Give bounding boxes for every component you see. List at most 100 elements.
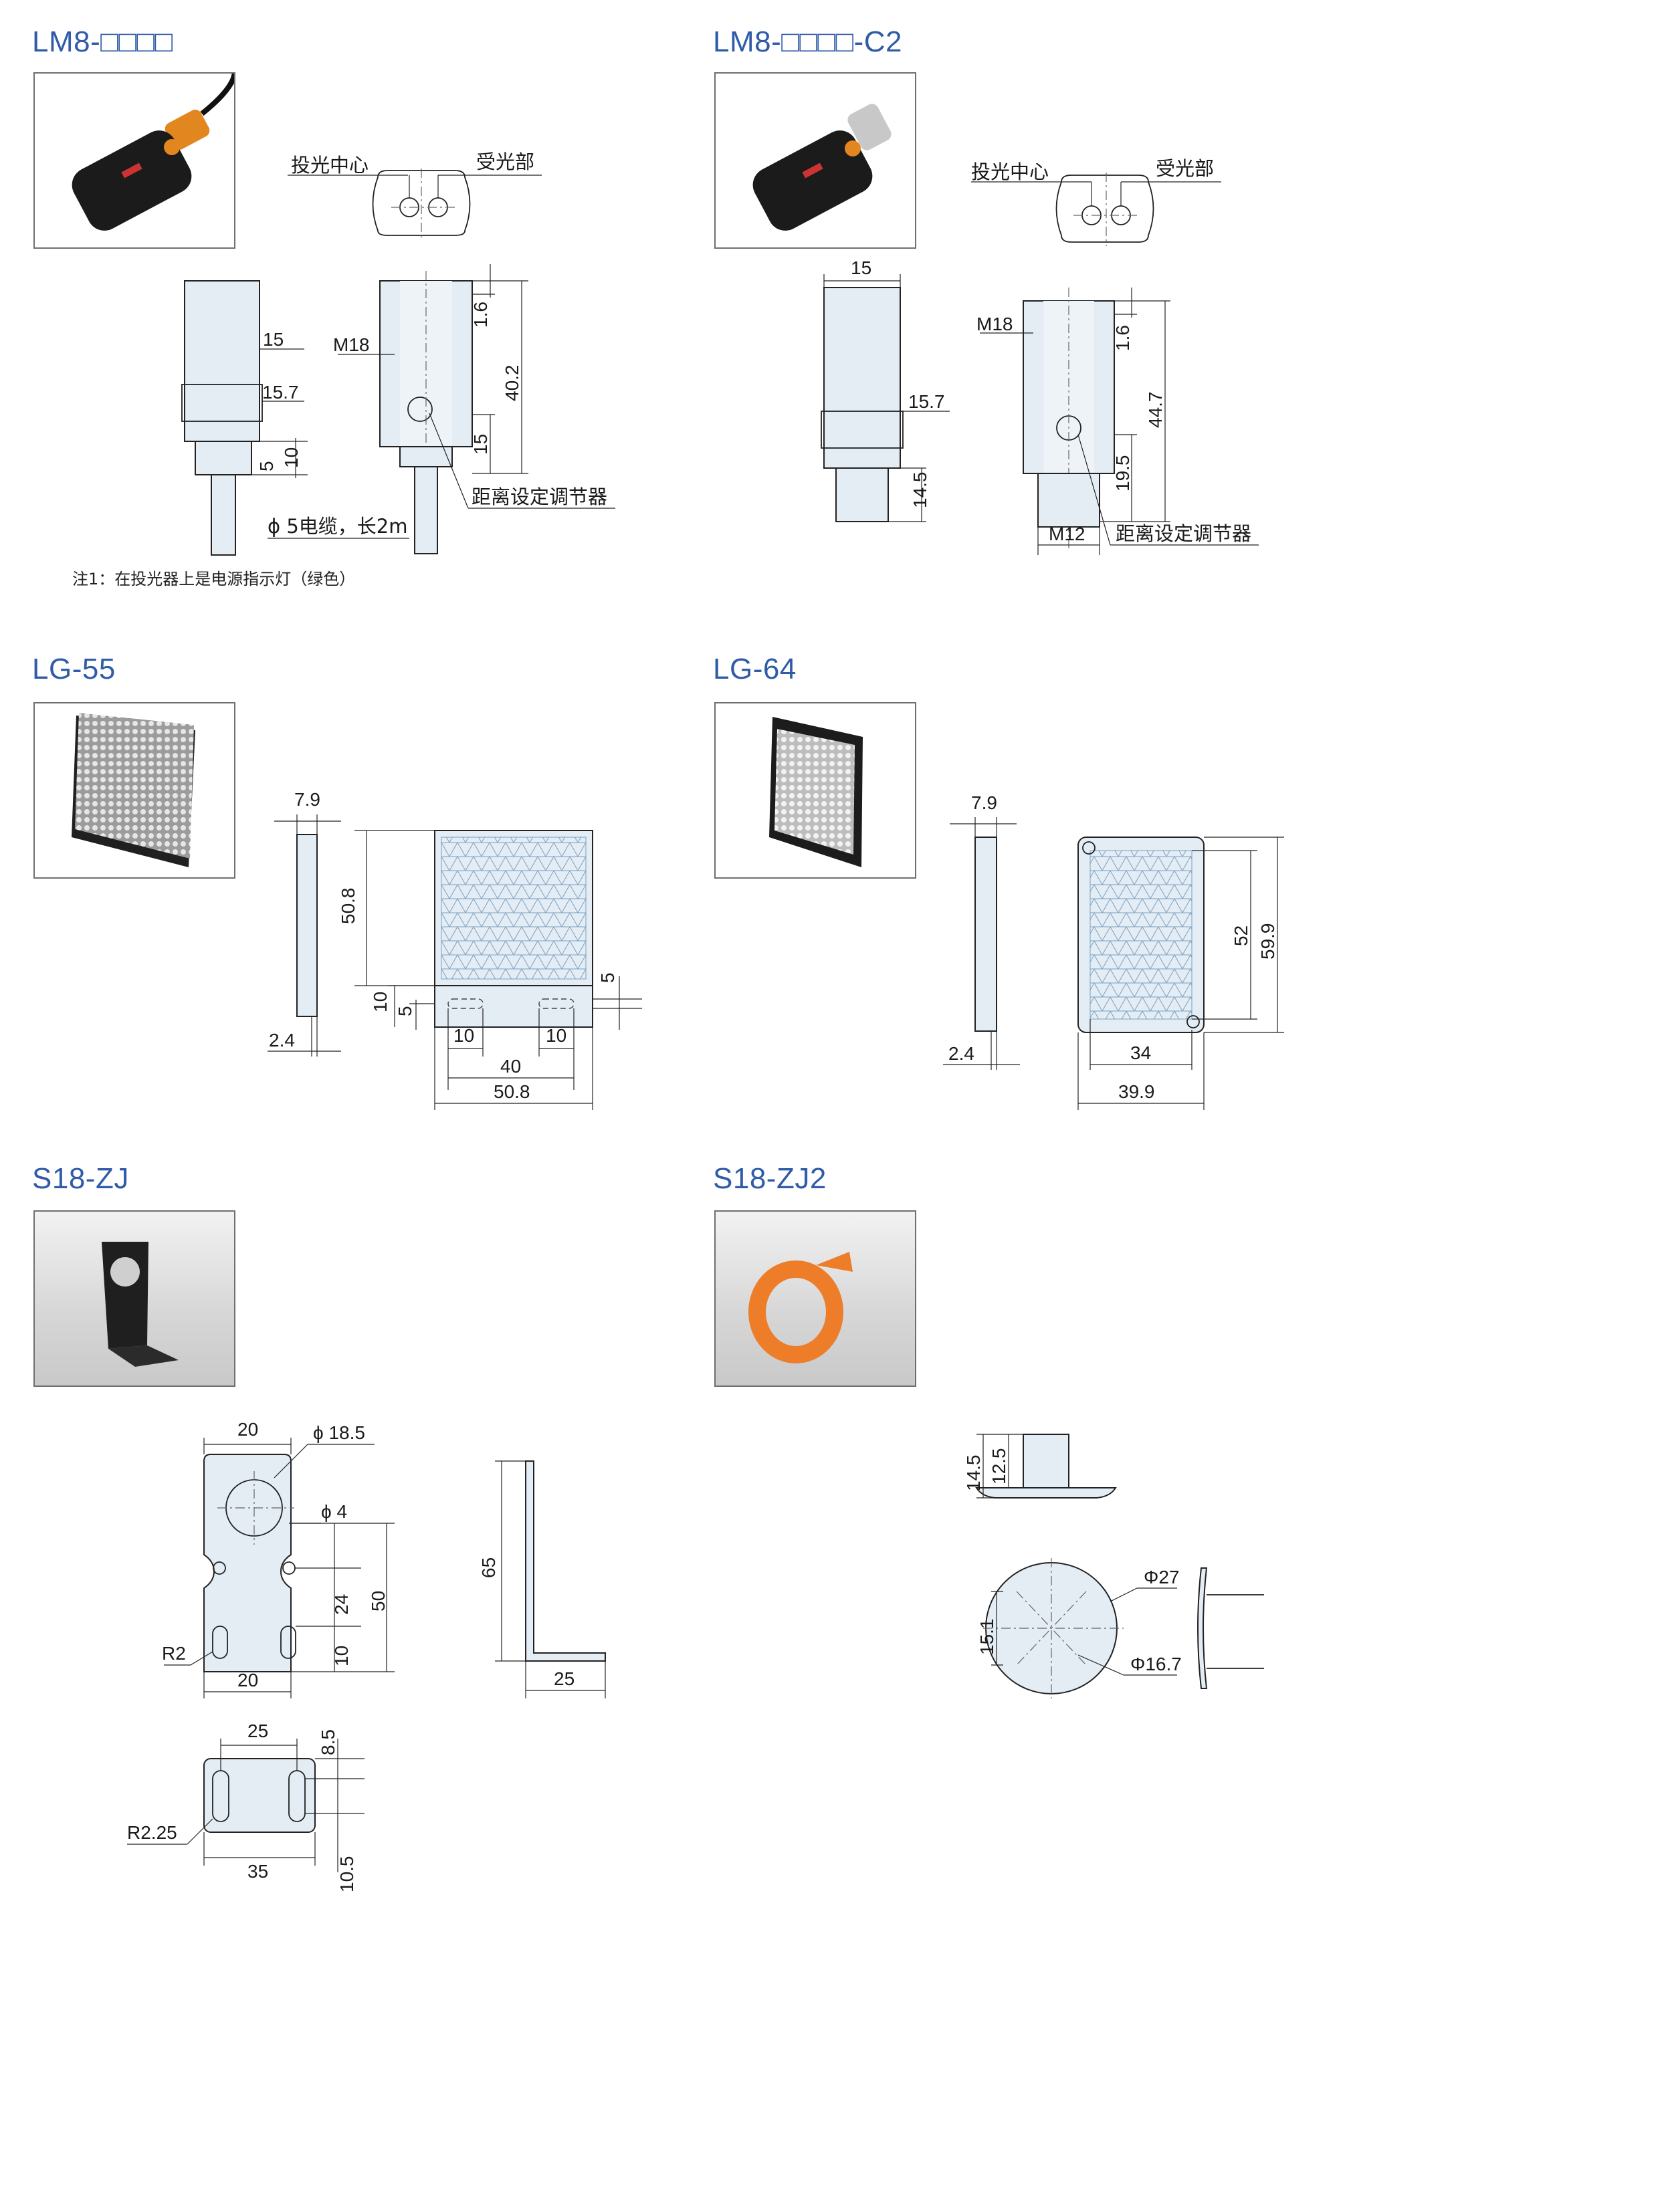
s18zj-side-view — [495, 1460, 606, 1698]
s18zj-dim-r2-25: R2.25 — [127, 1822, 177, 1843]
lm8-dim-15: 15 — [263, 329, 284, 350]
product-photo-lm8 — [33, 72, 235, 249]
nut-photo-image — [748, 1252, 853, 1363]
lm8-c2-dim-14-5: 14.5 — [910, 472, 930, 509]
lm8-c2-lens-face — [971, 173, 1221, 246]
lg64-dim-59-9: 59.9 — [1257, 923, 1278, 960]
lm8-side-view — [181, 280, 308, 556]
lm8-c2-emitter-label: 投光中心 — [971, 160, 1049, 183]
lm8-c2-front-view — [980, 288, 1259, 555]
lm8-c2-dim-m18: M18 — [976, 314, 1013, 334]
s18zj-dim-25-side: 25 — [554, 1668, 575, 1689]
section-title-lm8-c2: LM8-□□□□-C2 — [713, 25, 902, 58]
lm8-c2-dim-m12: M12 — [1049, 524, 1085, 544]
sensor-c2-photo-image — [752, 104, 892, 231]
product-photo-lg64 — [714, 702, 916, 879]
s18zj-dim-35: 35 — [247, 1861, 268, 1882]
lm8-dim-5: 5 — [256, 461, 277, 471]
lm8-lens-face — [288, 169, 542, 237]
lg55-front-view — [354, 830, 642, 1110]
lm8-dim-15-front: 15 — [470, 434, 491, 455]
lg55-dim-10-v: 10 — [370, 992, 391, 1012]
lg55-dim-10-a: 10 — [453, 1025, 474, 1046]
s18zj-dim-8-5: 8.5 — [318, 1729, 338, 1755]
lm8-c2-dim-15: 15 — [851, 257, 871, 278]
lg55-drawing: 7.9 2.4 50.8 10 5 5 10 10 40 50.8 — [268, 789, 642, 1110]
s18zj-front-view — [164, 1438, 395, 1698]
lg55-dim-40: 40 — [500, 1056, 521, 1077]
lm8-dim-10: 10 — [281, 447, 302, 468]
product-photo-lm8-c2 — [714, 72, 916, 249]
product-photo-s18zj — [33, 1210, 235, 1387]
reflector-64-photo-image — [769, 717, 863, 867]
lm8-dim-40-2: 40.2 — [502, 365, 522, 402]
section-title-lg55: LG-55 — [32, 653, 116, 685]
s18zj2-drawing: 14.5 12.5 Φ27 15.1 Φ16.7 — [963, 1434, 1264, 1698]
lg55-dim-50-8-h: 50.8 — [494, 1081, 530, 1102]
product-photo-s18zj2 — [714, 1210, 916, 1387]
s18zj2-dim-27: Φ27 — [1144, 1567, 1179, 1587]
lg64-dim-34: 34 — [1130, 1042, 1151, 1063]
lg64-dim-7-9: 7.9 — [971, 792, 997, 813]
lm8-c2-dim-15-7: 15.7 — [908, 391, 945, 412]
lm8-receiver-label: 受光部 — [476, 150, 534, 173]
section-title-lm8: LM8-□□□□ — [32, 25, 173, 58]
sensor-photo-image — [72, 74, 234, 231]
s18zj-dim-50: 50 — [368, 1591, 389, 1612]
lm8-c2-side-view — [821, 274, 950, 522]
lg64-side-view — [943, 817, 1020, 1070]
s18zj-dim-20-top: 20 — [237, 1419, 258, 1440]
lg55-side-view — [268, 814, 341, 1057]
lm8-emitter-label: 投光中心 — [291, 154, 369, 177]
lg55-dim-50-8-v: 50.8 — [338, 888, 358, 925]
lm8-dim-1-6: 1.6 — [470, 302, 491, 328]
section-title-lg64: LG-64 — [713, 653, 797, 685]
s18zj-dim-10-5: 10.5 — [336, 1856, 357, 1893]
s18zj-dim-18-5: ϕ 18.5 — [313, 1422, 365, 1443]
lg64-drawing: 7.9 2.4 52 59.9 34 39.9 — [943, 792, 1284, 1110]
section-title-s18zj: S18-ZJ — [32, 1162, 129, 1195]
s18zj2-dim-15-1: 15.1 — [976, 1619, 997, 1656]
lg64-front-view — [1077, 837, 1284, 1110]
lg55-dim-5-r: 5 — [597, 972, 618, 983]
s18zj-dim-10: 10 — [331, 1646, 352, 1666]
lg55-dim-10-b: 10 — [546, 1025, 566, 1046]
reflector-photo-image — [72, 713, 195, 867]
s18zj-dim-4: ϕ 4 — [321, 1501, 347, 1522]
s18zj-dim-24: 24 — [331, 1594, 352, 1615]
lm8-c2-receiver-label: 受光部 — [1156, 157, 1214, 180]
lg55-dim-2-4: 2.4 — [269, 1030, 295, 1050]
s18zj2-top-view — [983, 1558, 1177, 1698]
lm8-adjuster-label: 距离设定调节器 — [472, 485, 607, 508]
section-title-s18zj2: S18-ZJ2 — [713, 1162, 827, 1195]
lg64-dim-2-4: 2.4 — [948, 1043, 974, 1064]
s18zj-base-view — [127, 1739, 365, 1872]
product-photo-lg55 — [33, 702, 235, 879]
s18zj-drawing: 20 ϕ 18.5 ϕ 4 24 50 10 R2 20 65 25 25 8.… — [127, 1419, 606, 1893]
s18zj2-dim-14-5: 14.5 — [963, 1455, 984, 1492]
s18zj-dim-25: 25 — [247, 1721, 268, 1741]
lm8-cable-label: ϕ 5电缆，长2m — [268, 515, 408, 538]
s18zj-dim-20-bottom: 20 — [237, 1670, 258, 1690]
lm8-dim-15-7: 15.7 — [262, 382, 299, 403]
s18zj2-dim-16-7: Φ16.7 — [1130, 1654, 1182, 1674]
lm8-dim-m18: M18 — [333, 334, 369, 355]
lm8-c2-drawing: 投光中心 受光部 15 15.7 14.5 M18 1. — [821, 157, 1259, 555]
lg55-dim-7-9: 7.9 — [294, 789, 320, 810]
lm8-drawing: 投光中心 受光部 15 15.7 5 10 M18 1.6 — [181, 150, 615, 556]
lg55-dim-5-v: 5 — [395, 1006, 415, 1016]
lg64-dim-52: 52 — [1231, 925, 1251, 946]
s18zj-dim-r2: R2 — [162, 1643, 186, 1664]
lm8-front-view — [268, 264, 615, 554]
lm8-c2-dim-1-6: 1.6 — [1112, 325, 1133, 351]
s18zj2-side-view — [975, 1434, 1117, 1499]
bracket-photo-image — [102, 1242, 179, 1367]
s18zj-dim-65: 65 — [478, 1557, 499, 1578]
lm8-c2-adjuster-label: 距离设定调节器 — [1116, 522, 1251, 545]
lm8-c2-dim-44-7: 44.7 — [1145, 392, 1166, 429]
s18zj2-dim-12-5: 12.5 — [989, 1448, 1009, 1485]
lm8-c2-dim-19-5: 19.5 — [1112, 455, 1133, 492]
lg64-dim-39-9: 39.9 — [1118, 1081, 1155, 1102]
s18zj2-edge-view — [1197, 1567, 1264, 1689]
lm8-note: 注1：在投光器上是电源指示灯（绿色） — [72, 570, 356, 588]
